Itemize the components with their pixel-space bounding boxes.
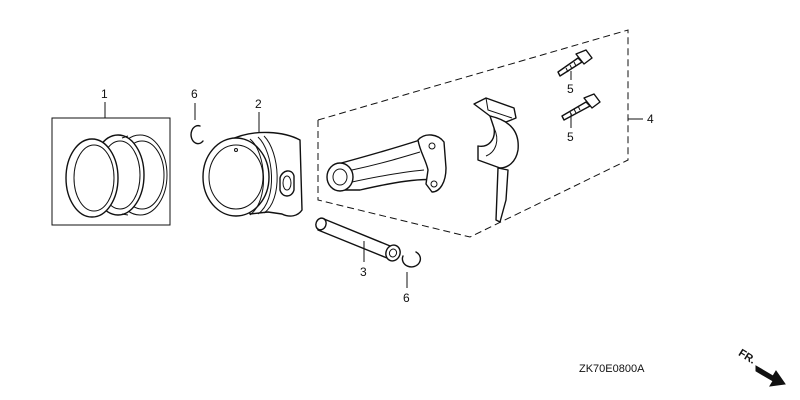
callout-6-right: 6 <box>403 291 410 305</box>
rod-cap-bearing <box>485 127 498 157</box>
callout-1: 1 <box>101 87 108 101</box>
rod-small-end-bore <box>332 168 348 186</box>
rod-big-end <box>417 134 447 193</box>
ring-front <box>65 138 119 218</box>
piston-pin-hole <box>282 175 292 191</box>
front-direction-indicator: FR. <box>736 347 786 387</box>
connecting-rod[interactable] <box>326 134 447 193</box>
piston-ring-set[interactable] <box>51 117 171 226</box>
direction-label: FR. <box>736 347 757 367</box>
callout-5-lower: 5 <box>567 130 574 144</box>
callout-6-left: 6 <box>191 87 198 101</box>
pin-end-far <box>315 217 327 231</box>
callout-3: 3 <box>360 265 367 279</box>
piston[interactable] <box>202 131 303 217</box>
pin-body <box>317 218 396 259</box>
rod-cap-body <box>477 115 519 169</box>
ring-set-bracket <box>51 117 171 226</box>
ring-gap <box>121 135 129 216</box>
connecting-rod-set-boundary <box>317 29 629 238</box>
piston-ring-groove <box>249 138 264 216</box>
rod-beam-rib <box>351 151 421 171</box>
pin-end-bore <box>388 248 398 258</box>
bolt-upper-thread <box>565 61 577 73</box>
callout-5-upper: 5 <box>567 82 574 96</box>
piston-crown-inner <box>208 144 264 210</box>
piston-ring-groove-3 <box>263 135 278 214</box>
piston-pin-clip-left[interactable] <box>190 124 204 145</box>
ring-front-inner <box>73 144 115 212</box>
rod-bolt-hole-upper <box>428 142 436 150</box>
piston-ring-groove-2 <box>257 136 272 215</box>
rod-small-end <box>326 162 354 192</box>
drawing-code: ZK70E0800A <box>579 363 645 375</box>
callout-4: 4 <box>647 112 654 126</box>
bolt-lower-shank <box>561 101 591 121</box>
piston-crown <box>202 137 270 217</box>
front-arrow-icon <box>755 365 786 387</box>
pin-end-near <box>385 244 401 262</box>
bolt-upper-shank <box>557 57 583 77</box>
piston-pin-boss <box>279 170 295 197</box>
rod-dipper <box>495 167 509 223</box>
rod-beam-rib-2 <box>351 169 425 183</box>
rod-bolt-lower[interactable] <box>561 93 601 121</box>
piston-pin[interactable] <box>314 217 402 263</box>
clip-right-shape <box>401 251 422 268</box>
piston-oil-hole <box>234 148 238 152</box>
callout-2: 2 <box>255 97 262 111</box>
rod-cap-edge <box>485 97 513 119</box>
rod-cap[interactable] <box>473 97 519 223</box>
piston-pin-clip-right[interactable] <box>401 251 422 268</box>
rod-bolt-hole-lower <box>430 180 438 188</box>
rod-bolt-upper[interactable] <box>557 49 593 77</box>
clip-left-shape <box>190 124 204 145</box>
